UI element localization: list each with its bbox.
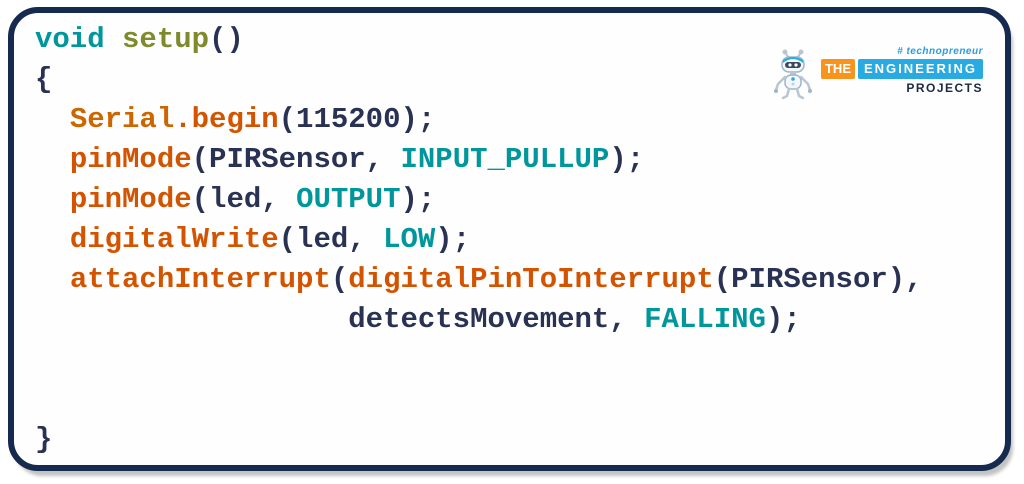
code-token: (PIRSensor, <box>191 143 401 176</box>
code-token: digitalWrite <box>69 223 279 256</box>
code-token: digitalPinToInterrupt <box>348 263 714 296</box>
code-line: detectsMovement, FALLING); <box>35 300 923 340</box>
code-line: Serial.begin(115200); <box>35 100 923 140</box>
code-line: pinMode(PIRSensor, INPUT_PULLUP); <box>35 140 923 180</box>
code-line <box>35 380 923 420</box>
code-line: } <box>35 420 923 460</box>
code-token: ); <box>609 143 645 176</box>
robot-icon <box>773 49 812 100</box>
code-token: INPUT_PULLUP <box>400 143 610 176</box>
logo-badge-the: THE <box>820 59 855 79</box>
code-token <box>105 23 122 56</box>
code-token <box>35 303 348 336</box>
code-token: setup <box>122 23 210 56</box>
code-token: () <box>209 23 244 56</box>
code-block: void setup(){ Serial.begin(115200); pinM… <box>35 20 923 460</box>
code-panel: void setup(){ Serial.begin(115200); pinM… <box>8 7 1011 471</box>
logo-badges: THE ENGINEERING <box>820 59 983 79</box>
logo-engineering-projects: # technopreneur THE ENGINEERING PROJECTS <box>772 46 983 102</box>
code-token: ); <box>765 303 801 336</box>
code-token: detectsMovement, <box>348 303 645 336</box>
code-token: .begin <box>174 103 279 136</box>
code-token: pinMode <box>69 183 192 216</box>
code-token: } <box>35 423 53 456</box>
code-token: attachInterrupt <box>69 263 331 296</box>
code-token: Serial <box>69 103 175 136</box>
code-token: ( <box>330 263 349 296</box>
code-line: void setup() <box>35 20 923 60</box>
code-token: (led, <box>191 183 297 216</box>
logo-text-group: # technopreneur THE ENGINEERING PROJECTS <box>820 46 983 95</box>
code-token: (PIRSensor), <box>713 263 923 296</box>
code-line: pinMode(led, OUTPUT); <box>35 180 923 220</box>
logo-hashtag: # technopreneur <box>897 46 983 57</box>
code-line: { <box>35 60 923 100</box>
code-token: LOW <box>383 223 436 256</box>
code-line <box>35 340 923 380</box>
code-token: (led, <box>278 223 384 256</box>
code-line: attachInterrupt(digitalPinToInterrupt(PI… <box>35 260 923 300</box>
logo-badge-engineering: ENGINEERING <box>857 59 983 79</box>
code-token <box>35 103 70 136</box>
code-token: OUTPUT <box>296 183 401 216</box>
code-token <box>35 223 70 256</box>
code-token <box>35 143 70 176</box>
logo-text-projects: PROJECTS <box>906 81 983 95</box>
code-token: void <box>35 23 105 56</box>
code-token: pinMode <box>69 143 192 176</box>
code-token: (115200); <box>278 103 436 136</box>
code-token: FALLING <box>644 303 766 336</box>
code-token: ); <box>400 183 436 216</box>
code-line: digitalWrite(led, LOW); <box>35 220 923 260</box>
code-token <box>35 263 70 296</box>
code-token: { <box>35 63 53 96</box>
code-token <box>35 183 70 216</box>
code-token: ); <box>435 223 471 256</box>
